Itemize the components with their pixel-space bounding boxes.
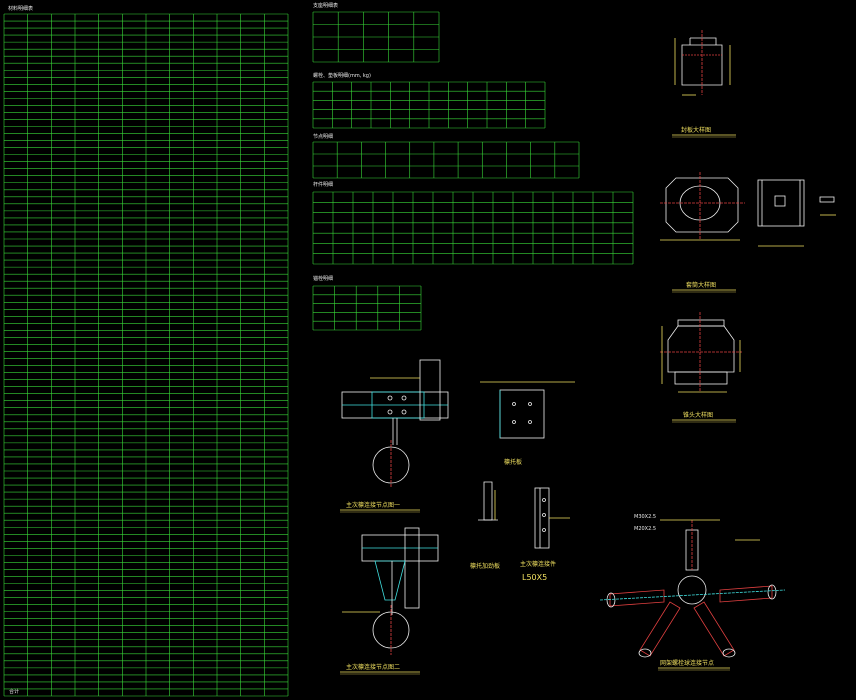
ball-node-label: 网架螺栓球连接节点 bbox=[660, 659, 714, 667]
node-table-title: 节点明细 bbox=[313, 133, 333, 140]
bolt-table: 螺栓、垫板明细(mm, kg) bbox=[312, 72, 546, 129]
stiffener-label: 檩托板 bbox=[504, 458, 522, 466]
anchor-table-title: 锚栓明细 bbox=[313, 275, 333, 282]
support-label: 主次檩连接件 bbox=[520, 560, 556, 568]
angle-label: L50X5 bbox=[522, 573, 547, 582]
sleeve-drawing bbox=[660, 172, 836, 247]
cone-head-label: 锥头大样图 bbox=[683, 411, 713, 419]
stiffener-plate-drawing bbox=[480, 381, 575, 439]
ball-node-drawing bbox=[599, 519, 786, 658]
main-material-table: 材料明细表 合计 bbox=[3, 5, 289, 697]
member-table: 杆件明细 bbox=[312, 181, 634, 265]
main-table-title: 材料明细表 bbox=[8, 5, 33, 12]
node-2-drawing bbox=[342, 527, 439, 655]
sealing-plate-drawing bbox=[674, 30, 731, 96]
ball-note-1: M30X2.5 bbox=[634, 514, 656, 520]
node-1-label: 主次檩连接节点图一 bbox=[346, 501, 400, 509]
bolt-table-title: 螺栓、垫板明细(mm, kg) bbox=[313, 72, 371, 79]
stiffener-detail-label: 檩托加劲板 bbox=[470, 562, 500, 570]
node-table: 节点明细 bbox=[312, 133, 580, 179]
sleeve-label: 套筒大样图 bbox=[686, 281, 716, 289]
cone-head-drawing bbox=[660, 312, 742, 393]
support-table: 支座明细表 bbox=[312, 2, 440, 63]
ball-note-2: M20X2.5 bbox=[634, 526, 656, 532]
member-table-title: 杆件明细 bbox=[313, 181, 333, 188]
support-drawing bbox=[534, 487, 570, 549]
stiffener-detail-drawing bbox=[478, 481, 498, 521]
support-table-title: 支座明细表 bbox=[313, 2, 338, 9]
anchor-table: 锚栓明细 bbox=[312, 275, 422, 331]
sealing-plate-label: 封板大样图 bbox=[681, 126, 711, 134]
node-2-label: 主次檩连接节点图二 bbox=[346, 663, 400, 671]
node-1-drawing bbox=[341, 359, 449, 488]
main-table-total-label: 合计 bbox=[9, 688, 19, 695]
